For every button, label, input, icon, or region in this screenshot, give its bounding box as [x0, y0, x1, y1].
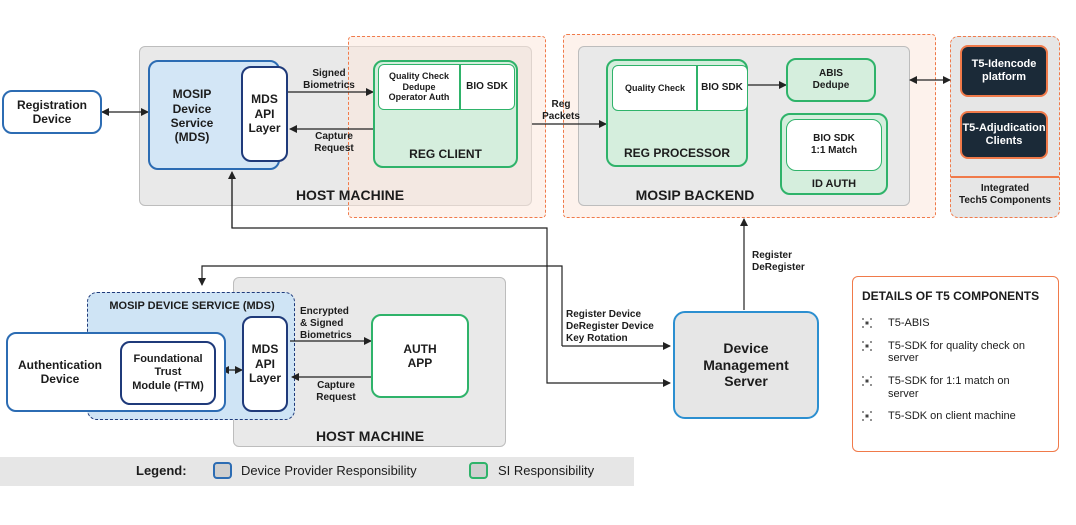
registration-device: Registration Device	[2, 90, 102, 134]
details-item: T5-SDK for 1:1 match on server	[862, 375, 1048, 400]
reg-client-inner	[378, 64, 515, 110]
host-machine-bottom-label: HOST MACHINE	[315, 428, 425, 444]
mds-api-layer-top: MDS API Layer	[241, 66, 288, 162]
reg-client-bio-sdk: BIO SDK	[466, 81, 508, 92]
details-item: T5-ABIS	[862, 317, 1048, 330]
bullet-icon	[862, 340, 872, 351]
integrated-tech5-label: Integrated Tech5 Components	[958, 183, 1052, 206]
reg-processor-label: REG PROCESSOR	[623, 146, 731, 160]
reg-client-checks: Quality Check Dedupe Operator Auth	[388, 70, 450, 103]
reg-processor-inner	[612, 65, 748, 111]
legend-title: Legend:	[136, 463, 187, 478]
mds-top-label: MOSIP Device Service (MDS)	[170, 87, 214, 145]
host-machine-top-label: HOST MACHINE	[295, 187, 405, 203]
capture-request-top-label: Capture Request	[314, 131, 354, 154]
bullet-icon	[862, 411, 872, 422]
encrypted-signed-label: Encrypted & Signed Biometrics	[300, 306, 352, 341]
t5-adjudication: T5-Adjudication Clients	[960, 111, 1048, 159]
details-item: T5-SDK for quality check on server	[862, 340, 1048, 365]
authentication-device-label: Authentication Device	[18, 357, 102, 386]
mosip-backend-label: MOSIP BACKEND	[635, 187, 755, 203]
register-device-labels: Register Device DeRegister Device Key Ro…	[566, 309, 654, 344]
reg-client-label: REG CLIENT	[409, 147, 482, 161]
details-item-text: T5-ABIS	[888, 317, 930, 329]
legend-device-provider-label: Device Provider Responsibility	[241, 463, 417, 478]
reg-processor-bio-sdk: BIO SDK	[701, 82, 743, 93]
reg-packets-label: Reg Packets	[542, 99, 580, 122]
device-management-server: Device Management Server	[673, 311, 819, 419]
details-title: DETAILS OF T5 COMPONENTS	[862, 289, 1040, 303]
tech5-panel-divider	[951, 176, 1059, 178]
details-panel: DETAILS OF T5 COMPONENTS T5-ABIS T5-SDK …	[852, 276, 1059, 452]
bullet-icon	[862, 376, 872, 386]
details-item-text: T5-SDK for quality check on server	[888, 339, 1025, 365]
t5-idencode: T5-Idencode platform	[960, 45, 1048, 97]
id-auth-bio-sdk: BIO SDK 1:1 Match	[786, 119, 882, 171]
legend-si-label: SI Responsibility	[498, 463, 595, 478]
register-deregister-label: Register DeRegister	[752, 250, 805, 273]
bullet-icon	[862, 318, 872, 328]
legend-si-swatch	[469, 462, 488, 479]
reg-client-divider	[459, 65, 461, 109]
legend-device-provider-swatch	[213, 462, 232, 479]
reg-processor-quality-check: Quality Check	[624, 82, 686, 93]
foundational-trust-module: Foundational Trust Module (FTM)	[120, 341, 216, 405]
mds-api-layer-bottom: MDS API Layer	[242, 316, 288, 412]
mds-bottom-title: MOSIP DEVICE SERVICE (MDS)	[109, 300, 275, 312]
id-auth-label: ID AUTH	[811, 178, 857, 190]
auth-app: AUTH APP	[371, 314, 469, 398]
details-item-text: T5-SDK for 1:1 match on server	[888, 374, 1010, 400]
capture-request-bottom-label: Capture Request	[316, 380, 356, 403]
signed-biometrics-label: Signed Biometrics	[303, 68, 355, 91]
reg-processor-divider	[696, 66, 698, 110]
details-item: T5-SDK on client machine	[862, 410, 1048, 423]
abis: ABIS Dedupe	[786, 58, 876, 102]
details-item-text: T5-SDK on client machine	[888, 410, 1016, 423]
legend-bar	[0, 457, 634, 486]
